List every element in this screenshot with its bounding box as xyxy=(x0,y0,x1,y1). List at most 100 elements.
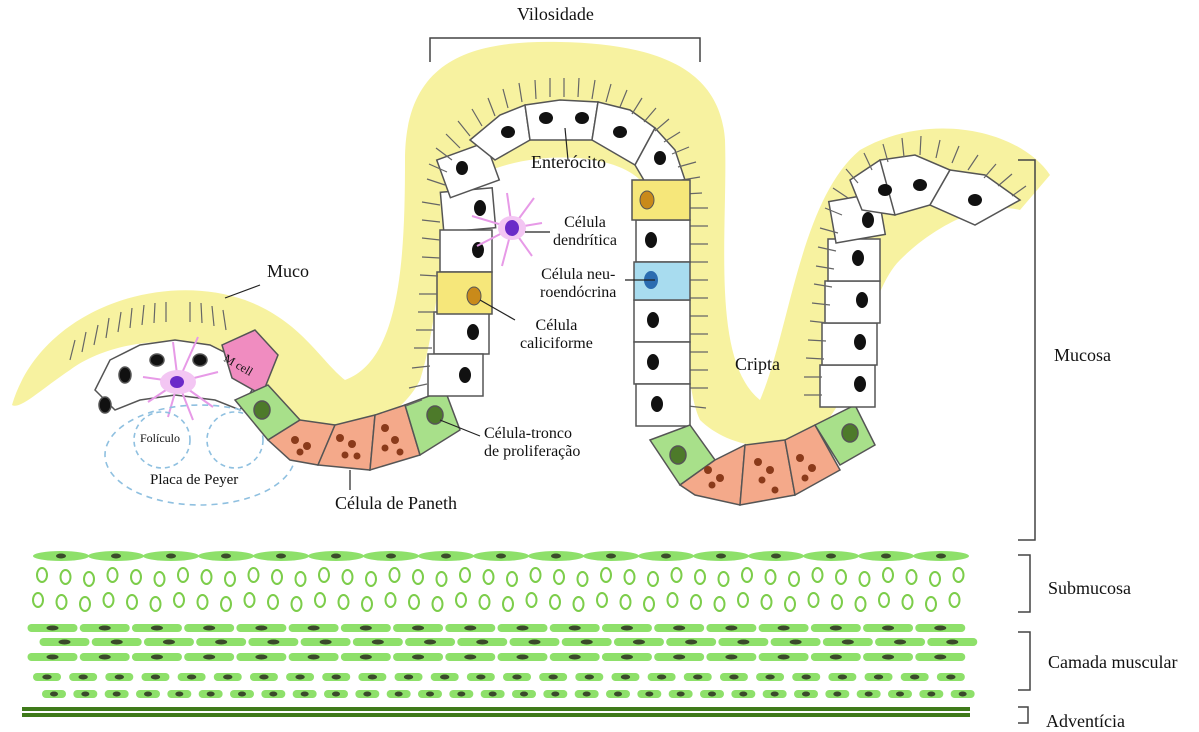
muscle-nucleus xyxy=(372,640,384,645)
muscle-nucleus xyxy=(81,692,89,697)
muscle-nucleus xyxy=(548,675,557,680)
fiber-nucleus xyxy=(826,554,836,559)
muscle-nucleus xyxy=(621,655,633,660)
submucosa-ring xyxy=(766,570,776,584)
muscle-nucleus xyxy=(301,692,309,697)
muscle-nucleus xyxy=(412,626,424,631)
muscle-nucleus xyxy=(633,640,645,645)
muscle-nucleus xyxy=(529,640,541,645)
submucosa-ring xyxy=(574,597,584,611)
muscle-nucleus xyxy=(332,692,340,697)
submucosa-ring xyxy=(319,568,329,582)
muscle-nucleus xyxy=(99,655,111,660)
muscle-nucleus xyxy=(874,675,883,680)
submucosa-ring xyxy=(789,572,799,586)
fiber-nucleus xyxy=(386,554,396,559)
submucosa-ring xyxy=(719,572,729,586)
label-submucosa: Submucosa xyxy=(1048,578,1131,599)
label-camada-muscular: Camada muscular xyxy=(1048,652,1177,673)
submucosa-ring xyxy=(460,568,470,582)
submucosa-top-band xyxy=(33,551,969,561)
muscle-nucleus xyxy=(517,626,529,631)
fiber-nucleus xyxy=(56,554,66,559)
submucosa-ring xyxy=(245,593,255,607)
muscle-nucleus xyxy=(404,675,413,680)
muscle-nucleus xyxy=(520,692,528,697)
submucosa-ring xyxy=(601,568,611,582)
muscle-nucleus xyxy=(215,640,227,645)
muscle-nucleus xyxy=(457,692,465,697)
muscle-nucleus xyxy=(833,692,841,697)
fiber-nucleus xyxy=(881,554,891,559)
muscle-nucleus xyxy=(320,640,332,645)
label-celula-neuroendocrina: Célula neu- roendócrina xyxy=(540,266,616,303)
muscle-nucleus xyxy=(765,675,774,680)
muscle-nucleus xyxy=(163,640,175,645)
muscle-nucleus xyxy=(790,640,802,645)
dendritic-cell-left-nucleus xyxy=(170,376,184,388)
submucosa-ring xyxy=(433,597,443,611)
neuroendocrine-cell xyxy=(634,262,690,300)
submucosa-ring xyxy=(554,570,564,584)
label-placa-de-peyer: Placa de Peyer xyxy=(150,472,238,489)
submucosa-ring xyxy=(249,568,259,582)
muscle-nucleus xyxy=(778,655,790,660)
submucosa-ring xyxy=(503,597,513,611)
dendritic-cell-villus-nucleus xyxy=(505,220,519,236)
muscle-nucleus xyxy=(569,626,581,631)
submucosa-ring xyxy=(715,597,725,611)
adventicia-bracket xyxy=(1018,707,1028,723)
submucosa-ring xyxy=(202,570,212,584)
muscle-nucleus xyxy=(476,640,488,645)
submucosa-ring xyxy=(292,597,302,611)
muscle-nucleus xyxy=(223,675,232,680)
submucosa-ring xyxy=(57,595,67,609)
muscle-nucleus xyxy=(424,640,436,645)
submucosa-ring xyxy=(860,572,870,586)
muscle-nucleus xyxy=(896,692,904,697)
muscle-nucleus xyxy=(207,692,215,697)
submucosa-ring xyxy=(691,595,701,609)
muscle-nucleus xyxy=(187,675,196,680)
muscle-nucleus xyxy=(621,675,630,680)
muscle-nucleus xyxy=(894,640,906,645)
muscle-nucleus xyxy=(151,655,163,660)
submucosa-ring xyxy=(836,570,846,584)
muscle-nucleus xyxy=(512,675,521,680)
submucosa-ring xyxy=(37,568,47,582)
label-celula-tronco: Célula-tronco de proliferação xyxy=(484,425,580,462)
muscle-nucleus xyxy=(360,626,372,631)
muscle-nucleus xyxy=(295,675,304,680)
submucosa-ring xyxy=(785,597,795,611)
submucosa-ring xyxy=(131,570,141,584)
muscle-nucleus xyxy=(42,675,51,680)
submucosa-ring xyxy=(456,593,466,607)
submucosa-ring xyxy=(742,568,752,582)
submucosa-bracket xyxy=(1018,555,1030,612)
muscle-nucleus xyxy=(111,640,123,645)
submucosa-ring xyxy=(672,568,682,582)
label-foliculo: Folículo xyxy=(140,432,180,446)
muscle-nucleus xyxy=(203,655,215,660)
submucosa-ring xyxy=(762,595,772,609)
submucosa-ring xyxy=(954,568,964,582)
muscle-nucleus xyxy=(927,692,935,697)
submucosa-ring xyxy=(104,593,114,607)
submucosa-ring xyxy=(950,593,960,607)
muscle-nucleus xyxy=(838,675,847,680)
muscle-nucleus xyxy=(151,626,163,631)
muscle-nucleus xyxy=(569,655,581,660)
muscle-nucleus xyxy=(693,675,702,680)
submucosa-ring xyxy=(926,597,936,611)
label-celula-caliciforme-line2: caliciforme xyxy=(520,335,593,353)
muscle-nucleus xyxy=(621,626,633,631)
muscle-nucleus xyxy=(729,675,738,680)
fiber-nucleus xyxy=(166,554,176,559)
submucosa-ring xyxy=(813,568,823,582)
muscle-nucleus xyxy=(737,640,749,645)
muscle-nucleus xyxy=(778,626,790,631)
submucosa-ring xyxy=(343,570,353,584)
fiber-nucleus xyxy=(771,554,781,559)
label-celula-caliciforme: Célula caliciforme xyxy=(520,317,593,354)
submucosa-ring xyxy=(127,595,137,609)
